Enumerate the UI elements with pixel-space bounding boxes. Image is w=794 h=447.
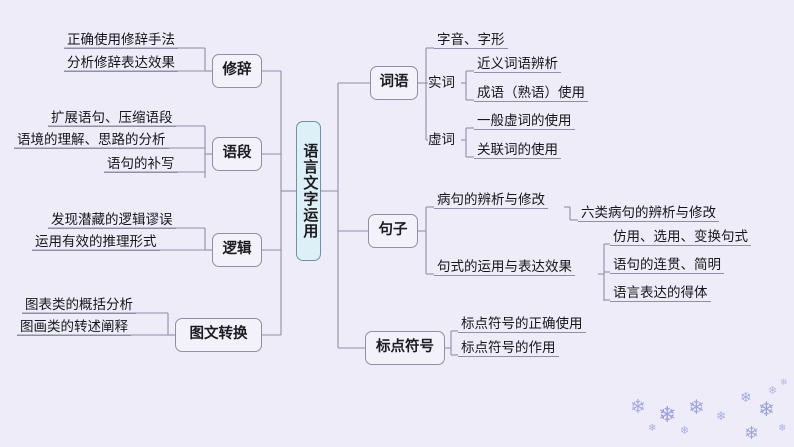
- leaf-yuduan-1[interactable]: 语境的理解、思路的分析: [14, 132, 169, 149]
- snowflake-icon: ❄: [744, 423, 760, 443]
- snowflake-icon: ❄: [648, 423, 657, 434]
- snowflake-icon: ❄: [740, 391, 752, 406]
- leaf-xiuci-1[interactable]: 分析修辞表达效果: [64, 55, 178, 72]
- leaf-juzi-1[interactable]: 句式的运用与表达效果: [434, 259, 575, 276]
- leaf-biaodian-1[interactable]: 标点符号的作用: [458, 340, 559, 357]
- leaf-luoji-0[interactable]: 发现潜藏的逻辑谬误: [48, 212, 176, 229]
- snowflake-icon: ❄: [688, 397, 705, 419]
- leaf-shici-0[interactable]: 近义词语辨析: [474, 56, 561, 73]
- branch-node-ciyu[interactable]: 词语: [370, 66, 418, 100]
- leaf-xuci-1[interactable]: 关联词的使用: [474, 142, 561, 159]
- group-label-xuci: 虚词: [428, 132, 455, 147]
- snowflake-icon: ❄: [778, 423, 787, 434]
- branch-node-luoji[interactable]: 逻辑: [212, 233, 262, 267]
- branch-node-tuwen[interactable]: 图文转换: [175, 318, 262, 352]
- leaf-jushi-sub-1[interactable]: 语句的连贯、简明: [610, 257, 724, 274]
- snowflake-icon: ❄: [780, 377, 788, 387]
- group-label-shici: 实词: [428, 75, 455, 90]
- leaf-bingju-sub-0[interactable]: 六类病句的辨析与修改: [578, 205, 719, 222]
- leaf-juzi-0[interactable]: 病句的辨析与修改: [434, 192, 548, 209]
- snowflake-icon: ❄: [630, 397, 646, 418]
- snowflake-icon: ❄: [758, 399, 775, 421]
- branch-node-yuduan[interactable]: 语段: [212, 137, 262, 171]
- leaf-tuwen-1[interactable]: 图画类的转述阐释: [17, 319, 131, 336]
- leaf-jushi-sub-2[interactable]: 语言表达的得体: [610, 285, 711, 302]
- leaf-tuwen-0[interactable]: 图表类的概括分析: [22, 297, 136, 314]
- snowflake-icon: ❄: [716, 409, 727, 423]
- leaf-shici-1[interactable]: 成语（熟语）使用: [474, 85, 588, 102]
- leaf-jushi-sub-0[interactable]: 仿用、选用、变换句式: [610, 229, 751, 246]
- leaf-biaodian-0[interactable]: 标点符号的正确使用: [458, 316, 586, 333]
- branch-node-juzi[interactable]: 句子: [368, 214, 418, 248]
- snowflake-icon: ❄: [768, 385, 778, 397]
- snowflake-icon: ❄: [658, 402, 677, 427]
- leaf-yuduan-2[interactable]: 语句的补写: [104, 156, 178, 173]
- leaf-yuduan-0[interactable]: 扩展语句、压缩语段: [48, 110, 176, 127]
- leaf-luoji-1[interactable]: 运用有效的推理形式: [32, 234, 160, 251]
- leaf-xiuci-0[interactable]: 正确使用修辞手法: [64, 32, 178, 49]
- snowflake-icon: ❄: [680, 425, 690, 437]
- branch-node-biaodian[interactable]: 标点符号: [365, 331, 445, 365]
- leaf-ciyu-0[interactable]: 字音、字形: [434, 32, 508, 49]
- leaf-xuci-0[interactable]: 一般虚词的使用: [474, 113, 575, 130]
- center-node-language-usage[interactable]: 语言文字运用: [296, 121, 321, 261]
- branch-node-xiuci[interactable]: 修辞: [212, 54, 262, 88]
